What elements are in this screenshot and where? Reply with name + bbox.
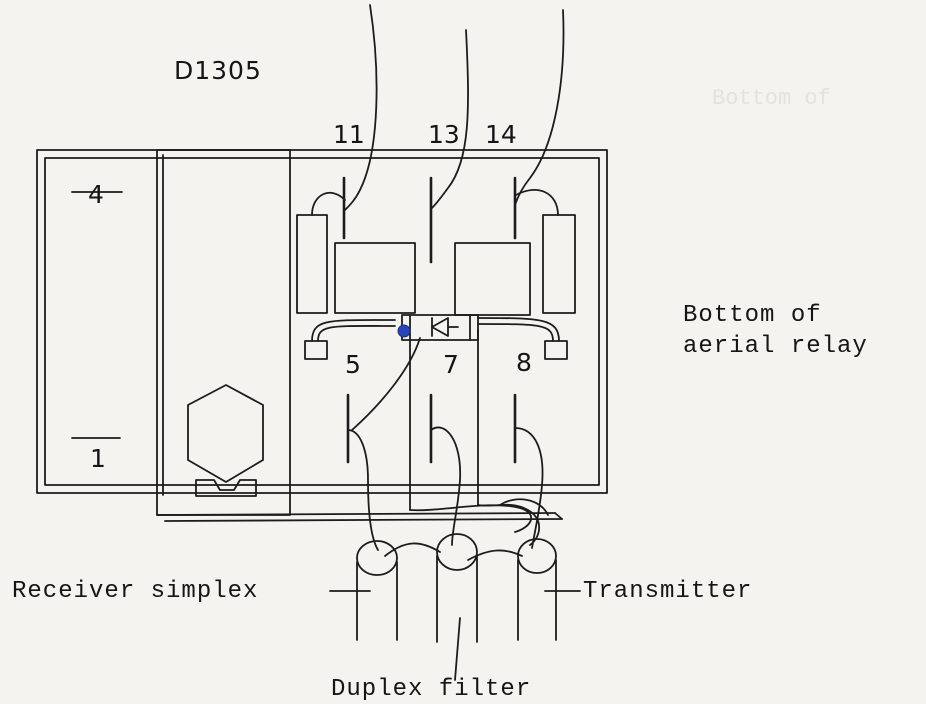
wire-cross-2: [477, 503, 541, 546]
resistor-left-lead-top: [311, 191, 346, 216]
left-compartment: [156, 149, 291, 516]
lead-left-to-diode-2: [317, 325, 396, 342]
label-duplex-filter: Duplex filter: [331, 676, 532, 703]
diode-symbol: [431, 317, 449, 337]
terminal-label-13: 13: [428, 120, 460, 149]
resistor-right-lead-top: [515, 189, 559, 216]
hexagon-mount: [195, 479, 257, 497]
coil-left: [334, 242, 416, 314]
wire-11: [344, 4, 378, 211]
wire-13: [431, 29, 469, 209]
label-receiver-simplex: Receiver simplex: [12, 578, 259, 605]
wire-diode-to-5: [351, 337, 421, 431]
blue-dot-marker: [397, 324, 411, 338]
wire-5-to-receiver: [347, 429, 379, 551]
label-transmitter: Transmitter: [583, 578, 753, 605]
terminal-label-14: 14: [485, 120, 517, 149]
terminal-label-8: 8: [516, 348, 532, 377]
wire-cross-1: [409, 504, 533, 533]
connector-duplex-cap: [436, 533, 478, 571]
base-plate-bottom: [164, 518, 563, 522]
caption-line-1: Bottom of: [683, 302, 822, 329]
relay-housing-inner: [44, 157, 600, 486]
resistor-left: [296, 214, 328, 314]
terminal-label-1: 1: [90, 444, 106, 473]
base-plate-end: [554, 512, 563, 520]
connector-transmitter-body: [517, 559, 557, 641]
caption-line-2: aerial relay: [683, 333, 868, 360]
connector-transmitter-cap: [517, 538, 557, 574]
lead-right-to-diode: [477, 317, 560, 342]
ghost-text: Bottom of: [712, 86, 831, 111]
coil-right: [454, 242, 531, 316]
wire-8-to-transmitter: [514, 427, 544, 549]
relay-housing-outer: [36, 149, 608, 494]
terminal-label-11: 11: [333, 120, 365, 149]
terminal-square-left: [304, 340, 328, 360]
hexagon-component: [187, 384, 264, 483]
leader-duplex: [454, 617, 461, 681]
lead-left-to-diode: [311, 319, 396, 342]
terminal-label-4: 4: [88, 180, 104, 209]
diode-block: [401, 314, 479, 341]
wire-top-loop: [499, 498, 549, 516]
wire-14: [514, 9, 565, 206]
connector-receiver-cap: [356, 540, 398, 576]
terminal-label-5: 5: [345, 350, 361, 379]
wire-receiver-to-duplex: [384, 542, 441, 557]
base-plate-top: [156, 512, 556, 516]
diagram-id-label: D1305: [174, 56, 262, 85]
lead-right-to-diode-2: [477, 323, 554, 342]
wire-7-to-duplex: [430, 426, 461, 546]
terminal-square-right: [544, 340, 568, 360]
resistor-right: [542, 214, 576, 314]
terminal-label-7: 7: [443, 350, 459, 379]
connector-receiver-body: [356, 561, 398, 641]
connector-duplex-body: [436, 555, 478, 643]
